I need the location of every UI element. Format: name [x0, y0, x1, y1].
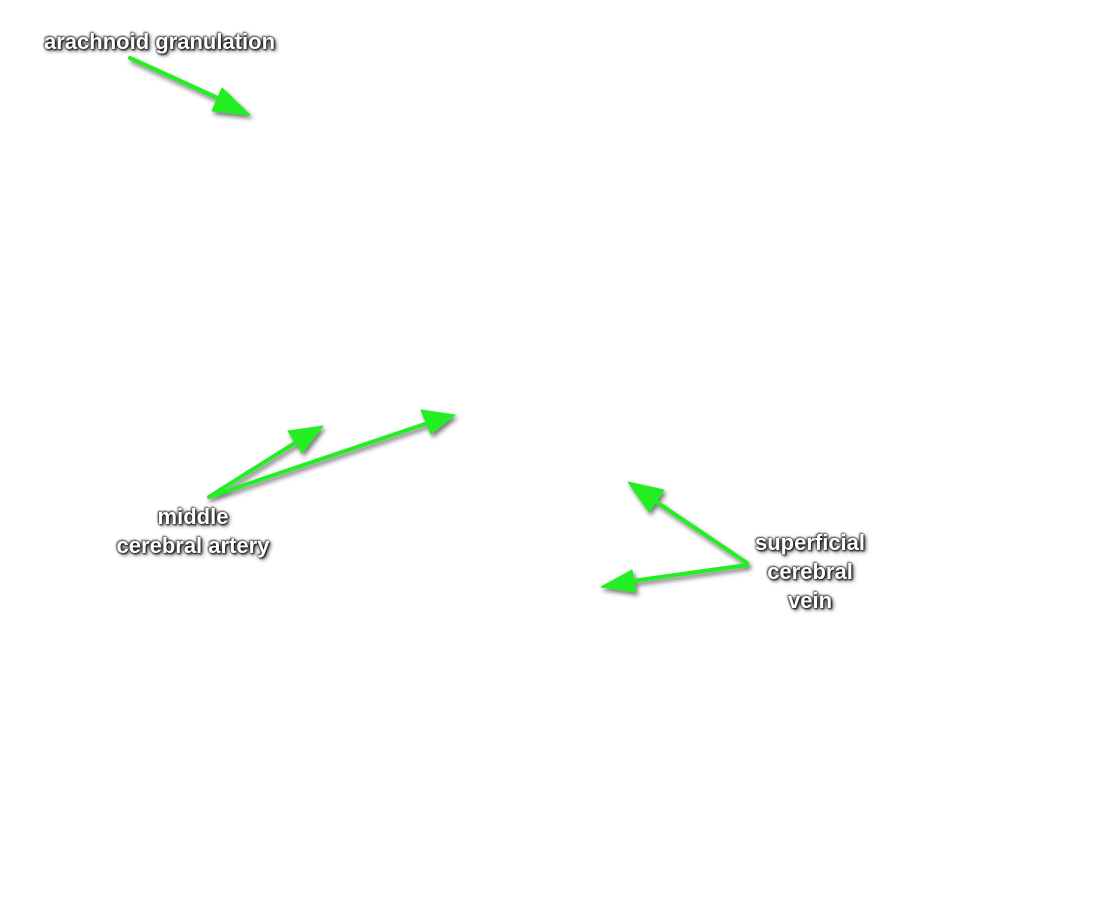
- label-arachnoid-granulation: arachnoid granulation: [44, 29, 276, 54]
- arrow-superficial-cerebral-vein-1: [627, 481, 749, 565]
- label-middle-cerebral-artery-line-1: middle: [157, 504, 229, 529]
- arrow-superficial-cerebral-vein-2: [600, 563, 749, 593]
- label-superficial-cerebral-vein-line-2: cerebral: [767, 559, 853, 584]
- arrow-arachnoid-granulation: [128, 56, 251, 116]
- arrow-middle-cerebral-artery-2: [207, 409, 456, 499]
- label-superficial-cerebral-vein: superficial cerebral vein: [740, 528, 880, 615]
- arrow-middle-cerebral-artery-1: [207, 425, 324, 499]
- label-superficial-cerebral-vein-line-3: vein: [787, 588, 833, 613]
- label-superficial-cerebral-vein-line-1: superficial: [754, 530, 866, 555]
- label-middle-cerebral-artery: middle cerebral artery: [100, 502, 286, 560]
- label-middle-cerebral-artery-line-2: cerebral artery: [116, 533, 270, 558]
